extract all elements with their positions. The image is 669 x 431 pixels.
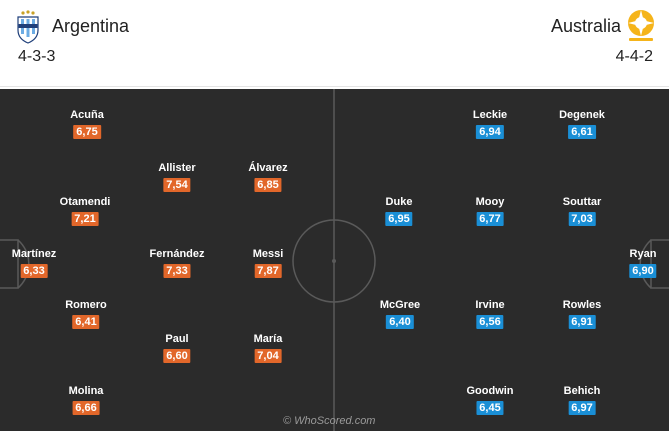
player-away[interactable]: Rowles 6,91	[562, 299, 602, 330]
player-rating: 6,77	[476, 212, 504, 226]
player-name: Mooy	[475, 196, 505, 208]
player-rating: 6,61	[568, 125, 596, 139]
player-home[interactable]: Paul 6,60	[163, 333, 191, 364]
player-rating: 6,33	[20, 264, 48, 278]
player-name: Ryan	[629, 248, 657, 260]
player-name: Romero	[65, 299, 107, 311]
player-rating: 7,03	[568, 212, 596, 226]
player-name: Messi	[252, 248, 284, 260]
player-home[interactable]: Otamendi 7,21	[59, 196, 111, 227]
player-name: Fernández	[149, 248, 205, 260]
player-rating: 7,21	[71, 212, 99, 226]
player-home[interactable]: Fernández 7,33	[149, 248, 205, 279]
player-rating: 6,56	[476, 315, 504, 329]
player-home[interactable]: Messi 7,87	[252, 248, 284, 279]
player-away[interactable]: Leckie 6,94	[473, 109, 507, 140]
player-name: Paul	[165, 333, 189, 345]
watermark: © WhoScored.com	[283, 415, 376, 427]
player-away[interactable]: Souttar 7,03	[562, 196, 602, 227]
player-home[interactable]: Allister 7,54	[158, 162, 196, 193]
player-away[interactable]: Ryan 6,90	[629, 248, 657, 279]
player-rating: 6,66	[72, 401, 100, 415]
away-team-name: Australia	[550, 16, 621, 36]
player-away[interactable]: Mooy 6,77	[475, 196, 505, 227]
player-name: Duke	[385, 196, 413, 208]
player-rating: 6,75	[73, 125, 101, 139]
player-name: Souttar	[562, 196, 602, 208]
australia-crest-icon	[626, 8, 656, 47]
player-rating: 6,60	[163, 349, 191, 363]
player-home[interactable]: Álvarez 6,85	[248, 162, 288, 193]
player-rating: 6,94	[476, 125, 504, 139]
player-rating: 6,45	[476, 401, 504, 415]
player-rating: 6,95	[385, 212, 413, 226]
player-away[interactable]: Duke 6,95	[385, 196, 413, 227]
player-name: Degenek	[559, 109, 605, 121]
home-formation: 4-3-3	[18, 48, 56, 65]
player-rating: 6,97	[568, 401, 596, 415]
argentina-crest-icon	[14, 10, 42, 49]
player-name: Behich	[563, 385, 601, 397]
player-away[interactable]: Behich 6,97	[563, 385, 601, 416]
home-team-name: Argentina	[52, 16, 130, 36]
player-rating: 7,87	[254, 264, 282, 278]
player-rating: 6,40	[386, 315, 414, 329]
player-home[interactable]: María 7,04	[253, 333, 283, 364]
player-home[interactable]: Romero 6,41	[65, 299, 107, 330]
player-name: Molina	[68, 385, 104, 397]
player-rating: 7,54	[163, 178, 191, 192]
player-rating: 6,41	[72, 315, 100, 329]
player-rating: 7,04	[254, 349, 282, 363]
match-header: Argentina 4-3-3 Australia 4-4-2	[0, 0, 669, 87]
player-name: María	[253, 333, 283, 345]
player-name: Leckie	[472, 109, 508, 121]
player-name: Álvarez	[248, 162, 288, 174]
player-away[interactable]: McGree 6,40	[380, 299, 420, 330]
player-name: McGree	[379, 299, 421, 311]
away-formation: 4-4-2	[615, 48, 653, 65]
player-rating: 6,85	[254, 178, 282, 192]
pitch-markings	[0, 89, 669, 431]
player-away[interactable]: Goodwin 6,45	[466, 385, 514, 416]
player-rating: 6,90	[629, 264, 657, 278]
player-home[interactable]: Acuña 6,75	[70, 109, 104, 140]
player-home[interactable]: Molina 6,66	[68, 385, 104, 416]
player-name: Goodwin	[466, 385, 514, 397]
player-rating: 6,91	[568, 315, 596, 329]
player-rating: 7,33	[163, 264, 191, 278]
player-name: Allister	[158, 162, 196, 174]
player-home[interactable]: Martínez 6,33	[11, 248, 57, 279]
pitch: Acuña 6,75 Allister 7,54 Álvarez 6,85 Ot…	[0, 89, 669, 431]
player-away[interactable]: Irvine 6,56	[475, 299, 505, 330]
player-name: Irvine	[475, 299, 505, 311]
player-name: Martínez	[11, 248, 57, 260]
player-name: Otamendi	[59, 196, 111, 208]
player-name: Acuña	[70, 109, 104, 121]
player-away[interactable]: Degenek 6,61	[559, 109, 605, 140]
player-name: Rowles	[562, 299, 602, 311]
